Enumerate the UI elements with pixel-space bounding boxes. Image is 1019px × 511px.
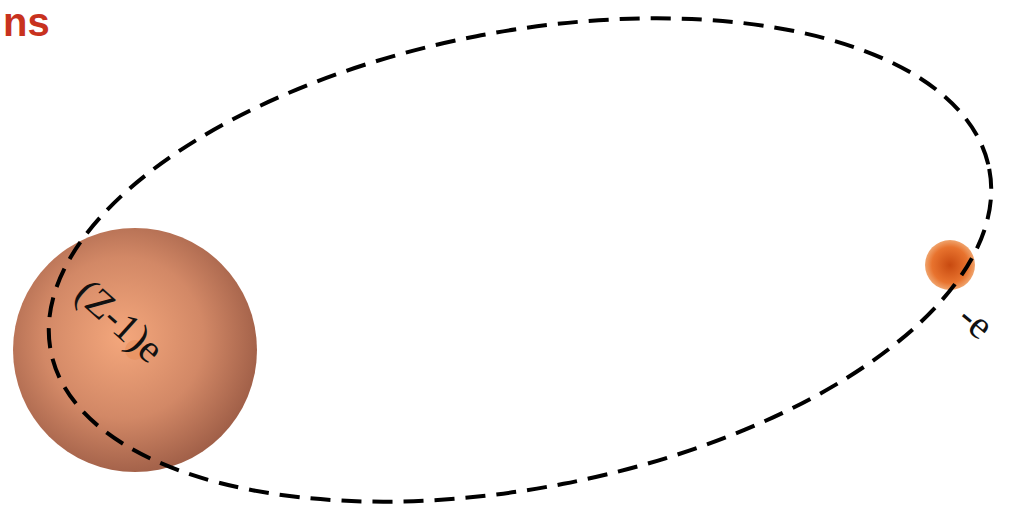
- nucleus-node: (Z-1)e: [13, 228, 257, 472]
- charge-label: (Z-1)e: [68, 272, 171, 370]
- electron-charge: -e: [951, 296, 1001, 347]
- nucleus: [13, 228, 257, 472]
- electron-node: -e: [925, 240, 975, 290]
- elliptical-orbit: [7, 0, 1019, 511]
- heading-fragment: ns: [3, 2, 50, 42]
- electron: [925, 240, 975, 290]
